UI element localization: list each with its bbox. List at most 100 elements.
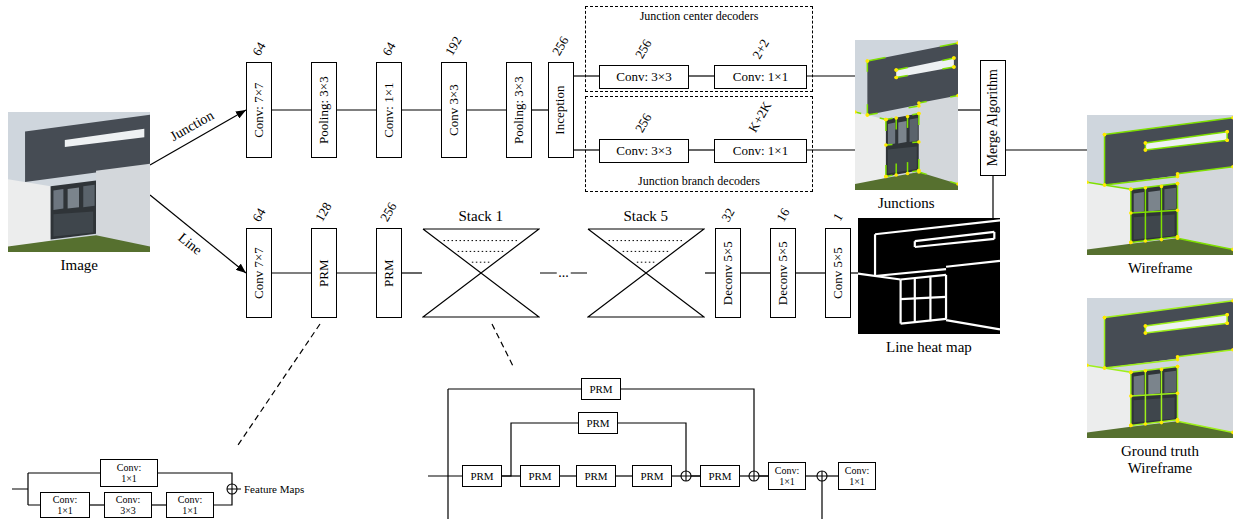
junction-dot xyxy=(894,76,898,80)
image-panel: Wireframe xyxy=(1087,115,1233,255)
module-box: PRM xyxy=(632,465,672,487)
edge-label: Line xyxy=(175,230,205,258)
connector xyxy=(560,475,576,476)
layer-box: 256Inception xyxy=(548,62,574,158)
photo-region xyxy=(855,112,886,186)
photo-region xyxy=(8,179,51,248)
stack-title: Stack 1 xyxy=(459,208,504,225)
photo-region xyxy=(1164,188,1176,210)
image-panel: Ground truth Wireframe xyxy=(1087,298,1233,438)
junction-dot xyxy=(894,116,898,120)
image-caption: Line heat map xyxy=(886,339,972,356)
photo-region xyxy=(1134,192,1144,213)
layer-label: PRM xyxy=(708,470,731,482)
junction-dot xyxy=(1103,183,1107,187)
layer-label: PRM xyxy=(589,383,612,395)
connector xyxy=(689,75,714,76)
photo-region xyxy=(1087,298,1233,438)
layer-label: Conv 3×3 xyxy=(447,84,461,136)
wireframe-line xyxy=(1087,365,1131,372)
module-box: PRM xyxy=(581,378,621,400)
photo-region xyxy=(1087,115,1233,255)
junction-dot xyxy=(884,175,888,179)
note-label: Feature Maps xyxy=(244,483,304,495)
junction-dot xyxy=(1129,424,1133,428)
junction-dot xyxy=(1160,368,1164,372)
connector xyxy=(1006,149,1087,150)
dotted-level xyxy=(444,240,519,241)
module-box: Conv: 1×1 xyxy=(100,459,158,487)
connector xyxy=(272,272,311,273)
junction-dot xyxy=(1225,313,1229,317)
layer-box: 16Deconv 5×5 xyxy=(770,228,796,318)
wireframe-line xyxy=(1105,360,1178,368)
photo-region xyxy=(1087,182,1131,251)
heat-line xyxy=(875,220,1000,234)
layer-label: Conv: 1×1 xyxy=(114,462,144,484)
junction-dot xyxy=(1144,239,1148,243)
layer-label: Conv: 3×3 xyxy=(616,144,671,158)
connector xyxy=(402,109,441,110)
junction-dot xyxy=(1160,421,1164,425)
layer-box: 192Conv 3×3 xyxy=(441,62,467,158)
wireframe-line xyxy=(1104,318,1106,368)
heat-line xyxy=(858,274,901,280)
junction-dot xyxy=(1103,183,1107,187)
photo-region xyxy=(896,58,954,78)
channel-count: 128 xyxy=(313,200,335,224)
junction-dot xyxy=(1176,182,1180,186)
heat-map-image xyxy=(858,218,1000,334)
connector xyxy=(807,75,855,76)
junction-dot xyxy=(1225,321,1229,325)
junction-dot xyxy=(1176,182,1180,186)
junction-dot xyxy=(906,172,910,176)
photo-region xyxy=(51,181,96,240)
layer-label: Conv: 1×1 xyxy=(382,82,396,137)
layer-box: Pooling: 3×3 xyxy=(506,62,532,158)
photo-region xyxy=(888,147,917,174)
heat-line xyxy=(914,278,916,322)
wireframe-line xyxy=(1105,301,1233,318)
junction-dot xyxy=(1176,355,1180,359)
connector xyxy=(150,195,246,273)
photo-region xyxy=(8,235,150,252)
layer-label: PRM xyxy=(528,470,551,482)
wireframe-line xyxy=(1131,210,1178,213)
layer-label: Pooling: 3×3 xyxy=(512,76,526,144)
sum-symbol xyxy=(681,471,691,481)
junction-dot xyxy=(1129,370,1133,374)
junction-dot xyxy=(884,175,888,179)
leader-line xyxy=(236,324,320,448)
connector xyxy=(574,149,599,150)
junction-dot xyxy=(917,101,921,105)
heat-line xyxy=(929,277,931,321)
connector xyxy=(272,109,311,110)
photo-region xyxy=(1148,374,1160,395)
photo-region xyxy=(96,164,150,247)
wireframe-line xyxy=(867,57,885,61)
hourglass-outline xyxy=(588,229,704,317)
layer-label: PRM xyxy=(470,470,493,482)
junction-dot xyxy=(1225,138,1229,142)
junction-dot xyxy=(1231,299,1233,303)
layer-label: Conv 5×5 xyxy=(831,247,845,299)
module-box: Conv: 1×1 xyxy=(768,462,806,490)
photo-region xyxy=(1134,214,1175,239)
layer-box: 256Conv: 3×3 xyxy=(599,65,689,89)
layer-label: Conv: 1×1 xyxy=(50,494,80,516)
photo-region xyxy=(910,118,918,142)
image-panel: Image xyxy=(8,112,150,252)
photo-region xyxy=(68,188,79,209)
junction-dot xyxy=(1129,370,1133,374)
layer-label: PRM xyxy=(584,470,607,482)
hourglass-stack: Stack 5 xyxy=(587,228,705,318)
layer-label: PRM xyxy=(586,417,609,429)
layer-box: K+2KConv: 1×1 xyxy=(714,139,807,163)
connector xyxy=(337,109,376,110)
module-box: PRM xyxy=(576,465,616,487)
junction-dot xyxy=(1087,363,1089,367)
layer-box: 256Conv: 3×3 xyxy=(599,139,689,163)
stack-title: Stack 5 xyxy=(624,208,669,225)
junction-dot xyxy=(917,112,921,116)
layer-label: Conv: 1×1 xyxy=(175,494,205,516)
